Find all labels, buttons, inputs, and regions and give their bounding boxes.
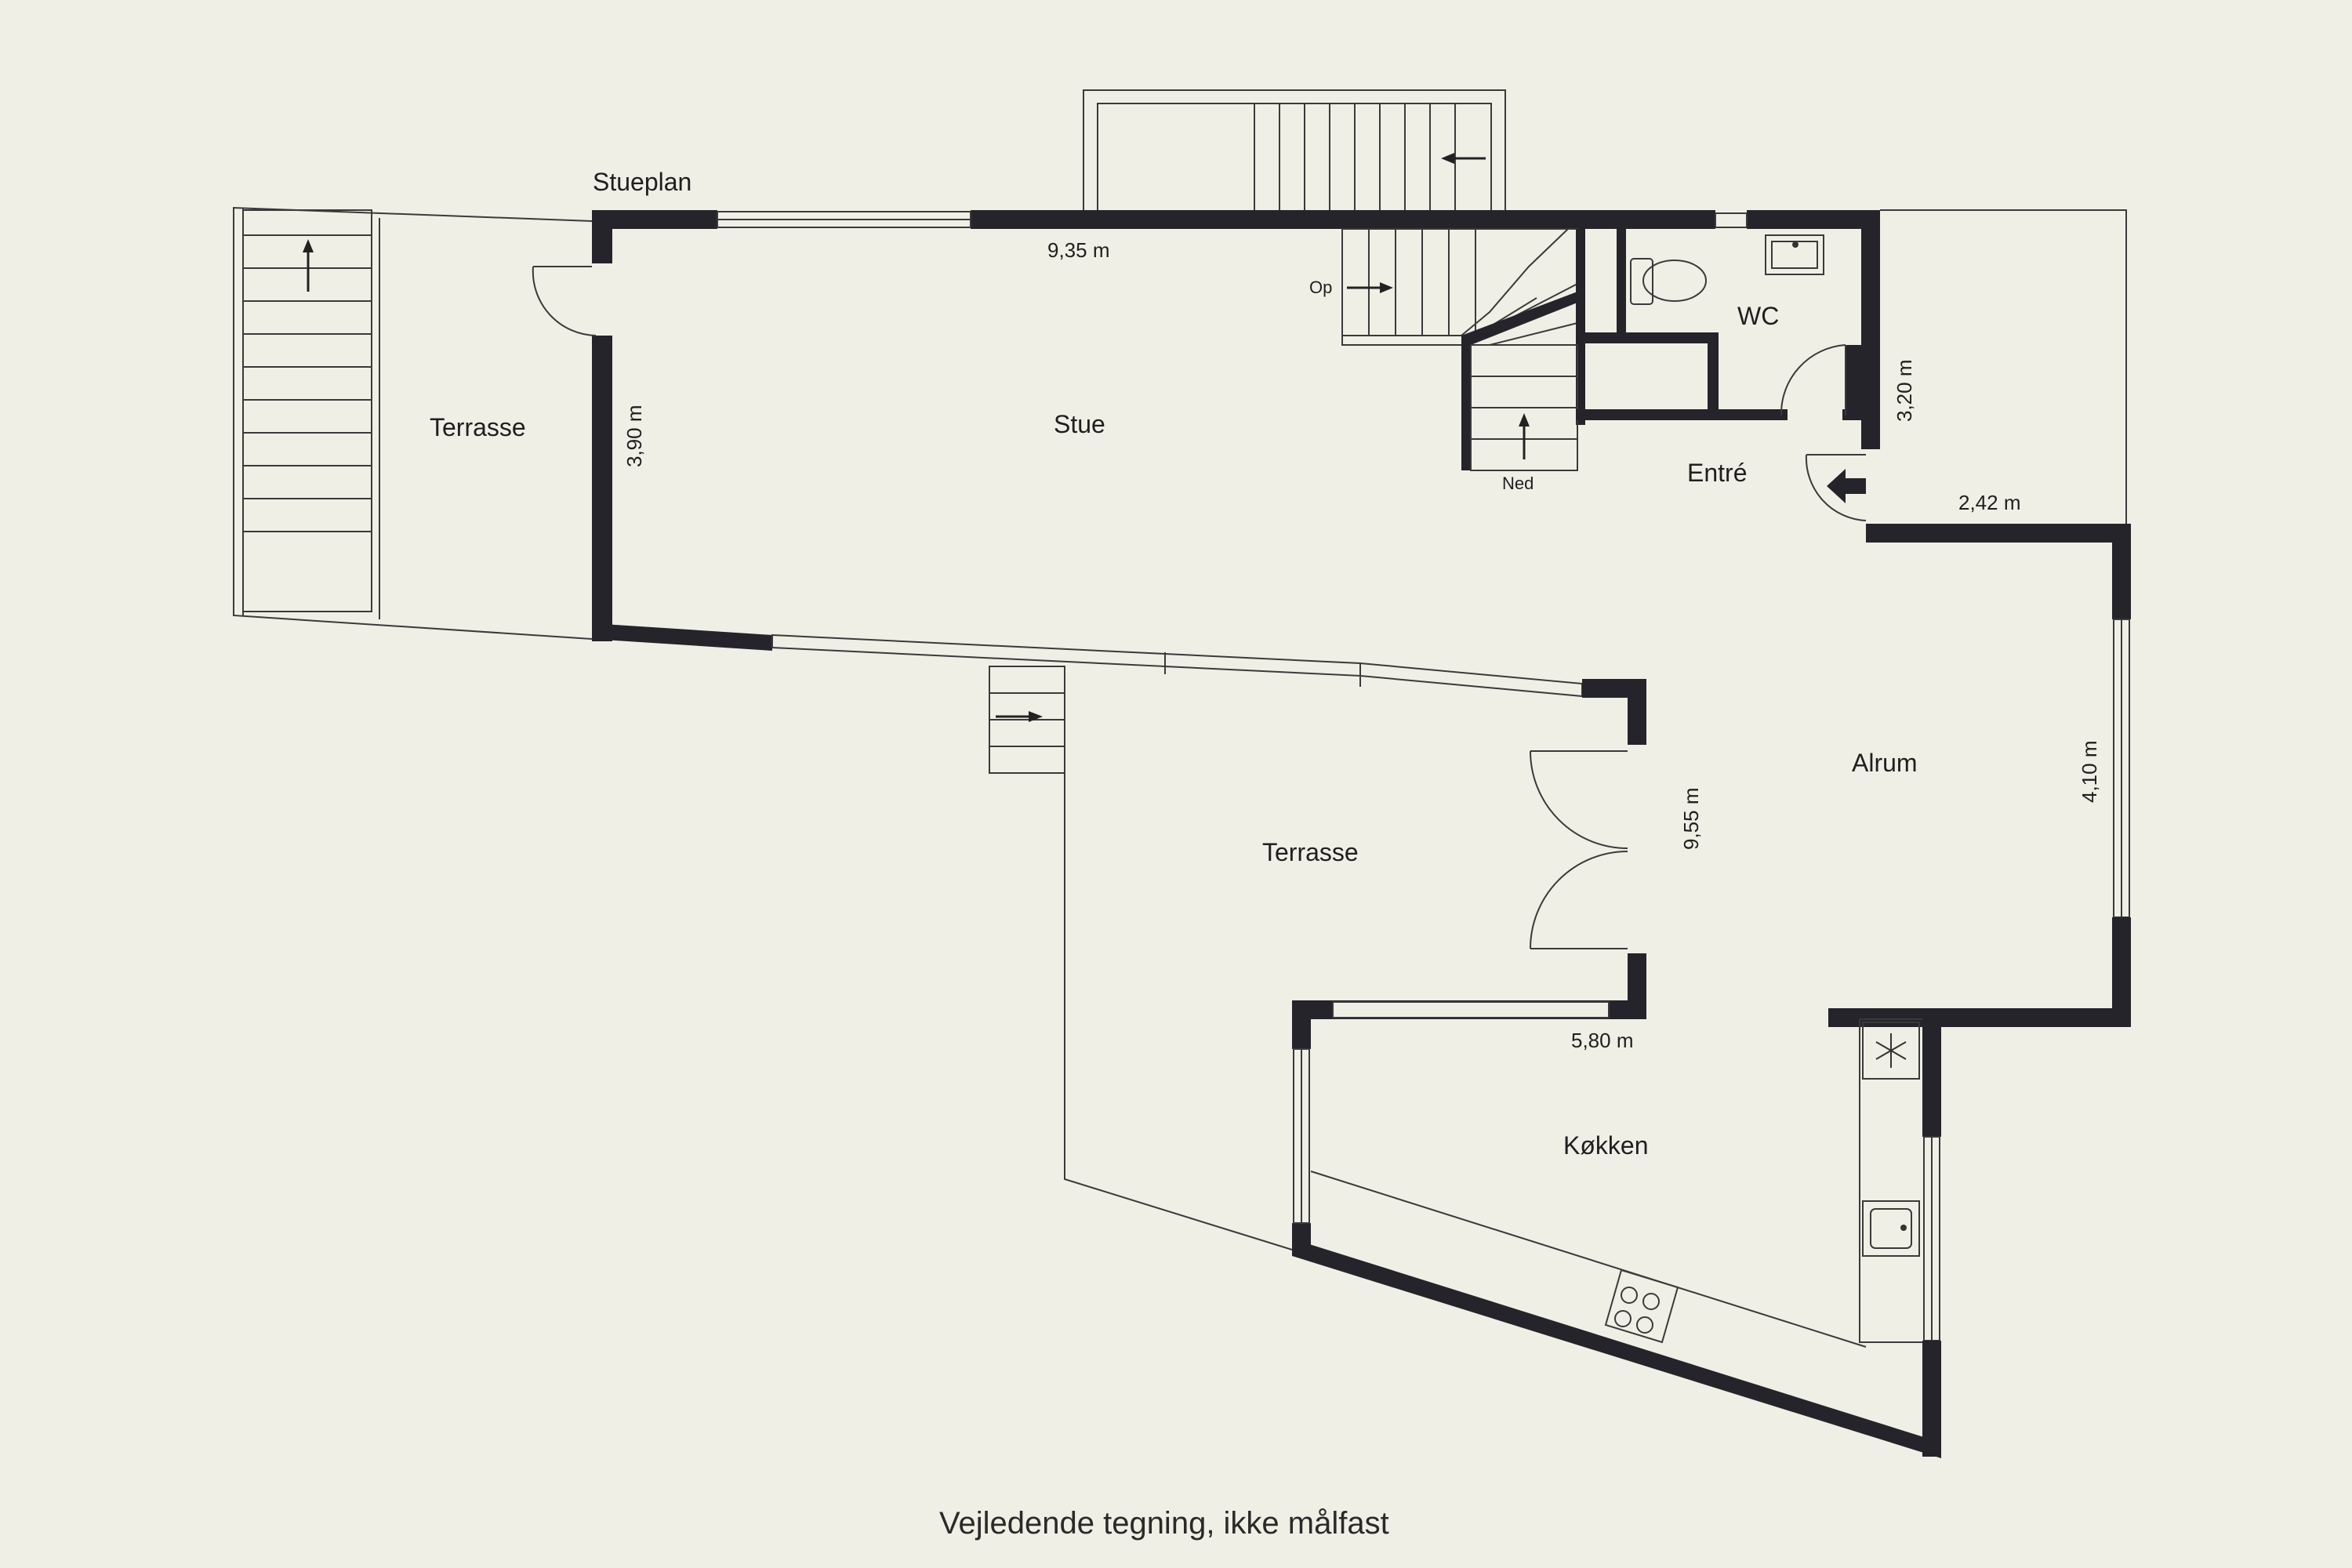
terrace-middle-outline (989, 666, 1293, 1250)
washbasin-icon (1765, 234, 1824, 275)
room-label-wc: WC (1737, 302, 1779, 330)
stair-left (242, 209, 372, 612)
room-label-stue: Stue (1054, 410, 1105, 438)
alrum-double-door (1530, 750, 1628, 949)
dim-stue-width: 9,35 m (1047, 238, 1110, 262)
stove-icon (1604, 1269, 1679, 1344)
sink-icon (1862, 1200, 1920, 1257)
terrace-left-outline (233, 206, 593, 640)
dim-alrum-depth: 4,10 m (2078, 741, 2101, 804)
room-label-terrasse-left: Terrasse (430, 413, 526, 441)
dim-entre-depth: 3,20 m (1893, 360, 1916, 423)
stair-top (1083, 89, 1506, 212)
wc-door (1780, 344, 1846, 416)
dim-kokken-width: 5,80 m (1571, 1029, 1634, 1052)
room-label-terrasse-mid: Terrasse (1262, 838, 1359, 866)
walls (592, 210, 2131, 1458)
internal-stair (1341, 228, 1585, 471)
outdoor-lines-right (1880, 209, 2127, 524)
plan-title: Stueplan (593, 168, 691, 196)
dim-entre-width: 2,42 m (1958, 491, 2021, 514)
disclaimer-footer: Vejledende tegning, ikke målfast (939, 1506, 1389, 1541)
stair-label-up: Op (1309, 278, 1332, 297)
entrance-arrow-icon (1827, 469, 1866, 503)
kitchen-counter (1310, 1018, 1922, 1348)
room-label-kokken: Køkken (1563, 1131, 1648, 1160)
stair-label-down: Ned (1502, 474, 1534, 493)
entrance-door (1805, 454, 1867, 521)
room-label-entre: Entré (1687, 459, 1747, 487)
freezer-snowflake-icon (1862, 1022, 1920, 1080)
dim-alrum-length: 9,55 m (1679, 788, 1703, 851)
wc-room (1576, 229, 1866, 420)
toilet-icon (1630, 258, 1707, 305)
room-label-alrum: Alrum (1852, 749, 1918, 777)
stue-left-door (532, 266, 597, 336)
dim-stue-depth: 3,90 m (622, 405, 646, 468)
